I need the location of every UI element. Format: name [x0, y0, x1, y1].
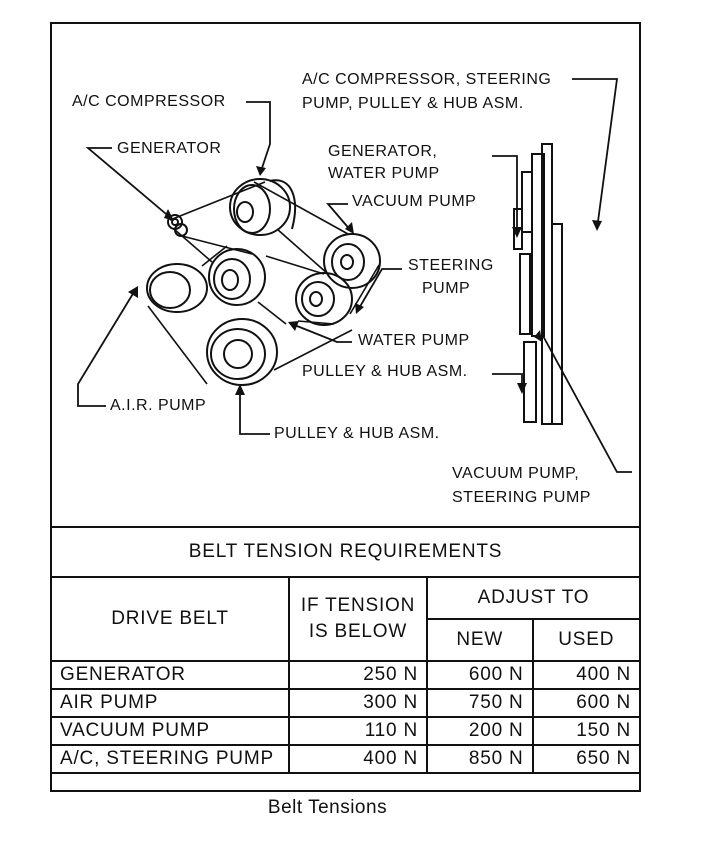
row-used: 150 N: [531, 716, 642, 746]
drive-belts: [147, 181, 380, 385]
header-if-tension-line1: IF TENSION: [300, 595, 416, 616]
row-used: 600 N: [531, 688, 642, 718]
water-pump-pulley: [295, 272, 353, 326]
table-row: GENERATOR 250 N 600 N 400 N: [50, 660, 642, 690]
label-vacuum-steering-1: VACUUM PUMP,: [452, 465, 580, 482]
label-pulley-hub-bottom: PULLEY & HUB ASM.: [274, 425, 440, 442]
label-generator-water-pump-2: WATER PUMP: [328, 165, 440, 182]
header-new: NEW: [426, 618, 534, 662]
row-belt: AIR PUMP: [50, 688, 290, 718]
label-ac-steering-assembly-1: A/C COMPRESSOR, STEERING: [302, 71, 552, 88]
header-used: USED: [531, 618, 642, 662]
row-below: 250 N: [288, 660, 428, 690]
row-new: 850 N: [426, 744, 534, 774]
header-adjust-to: ADJUST TO: [426, 576, 641, 620]
label-ac-compressor: A/C COMPRESSOR: [72, 93, 226, 110]
crank-pulley: [206, 318, 278, 386]
table-row: VACUUM PUMP 110 N 200 N 150 N: [50, 716, 642, 746]
belt-tension-table: BELT TENSION REQUIREMENTS DRIVE BELT IF …: [50, 526, 642, 774]
label-air-pump: A.I.R. PUMP: [110, 397, 207, 414]
header-if-tension: IF TENSION IS BELOW: [288, 576, 428, 662]
label-vacuum-steering-2: STEERING PUMP: [452, 489, 591, 506]
label-pulley-hub-side: PULLEY & HUB ASM.: [302, 363, 468, 380]
belt-diagram: [77, 78, 632, 473]
label-ac-steering-assembly-2: PUMP, PULLEY & HUB ASM.: [302, 95, 524, 112]
label-generator-water-pump-1: GENERATOR,: [328, 143, 438, 160]
row-used: 400 N: [531, 660, 642, 690]
center-pulley: [208, 248, 266, 306]
row-belt: GENERATOR: [50, 660, 290, 690]
label-steering-pump-1: STEERING: [408, 257, 494, 274]
row-new: 750 N: [426, 688, 534, 718]
side-view-assembly: [513, 143, 563, 425]
row-below: 110 N: [288, 716, 428, 746]
row-new: 200 N: [426, 716, 534, 746]
vacuum-pump-pulley: [323, 233, 381, 289]
table-row: A/C, STEERING PUMP 400 N 850 N 650 N: [50, 744, 642, 774]
figure-caption: Belt Tensions: [267, 797, 388, 818]
table-row: AIR PUMP 300 N 750 N 600 N: [50, 688, 642, 718]
label-steering-pump-2: PUMP: [422, 280, 471, 297]
row-used: 650 N: [531, 744, 642, 774]
header-if-tension-line2: IS BELOW: [308, 621, 408, 642]
label-vacuum-pump: VACUUM PUMP: [352, 193, 477, 210]
air-pump-pulley: [146, 263, 208, 313]
label-generator: GENERATOR: [117, 140, 222, 157]
header-drive-belt: DRIVE BELT: [50, 576, 290, 662]
ac-compressor-pulley: [229, 178, 296, 236]
row-belt: VACUUM PUMP: [50, 716, 290, 746]
row-below: 400 N: [288, 744, 428, 774]
leader-lines: [77, 78, 632, 473]
row-below: 300 N: [288, 688, 428, 718]
label-water-pump: WATER PUMP: [358, 332, 470, 349]
row-belt: A/C, STEERING PUMP: [50, 744, 290, 774]
table-title: BELT TENSION REQUIREMENTS: [50, 526, 641, 578]
diagram-frame: A/C COMPRESSOR, STEERING PUMP, PULLEY & …: [50, 22, 641, 792]
row-new: 600 N: [426, 660, 534, 690]
